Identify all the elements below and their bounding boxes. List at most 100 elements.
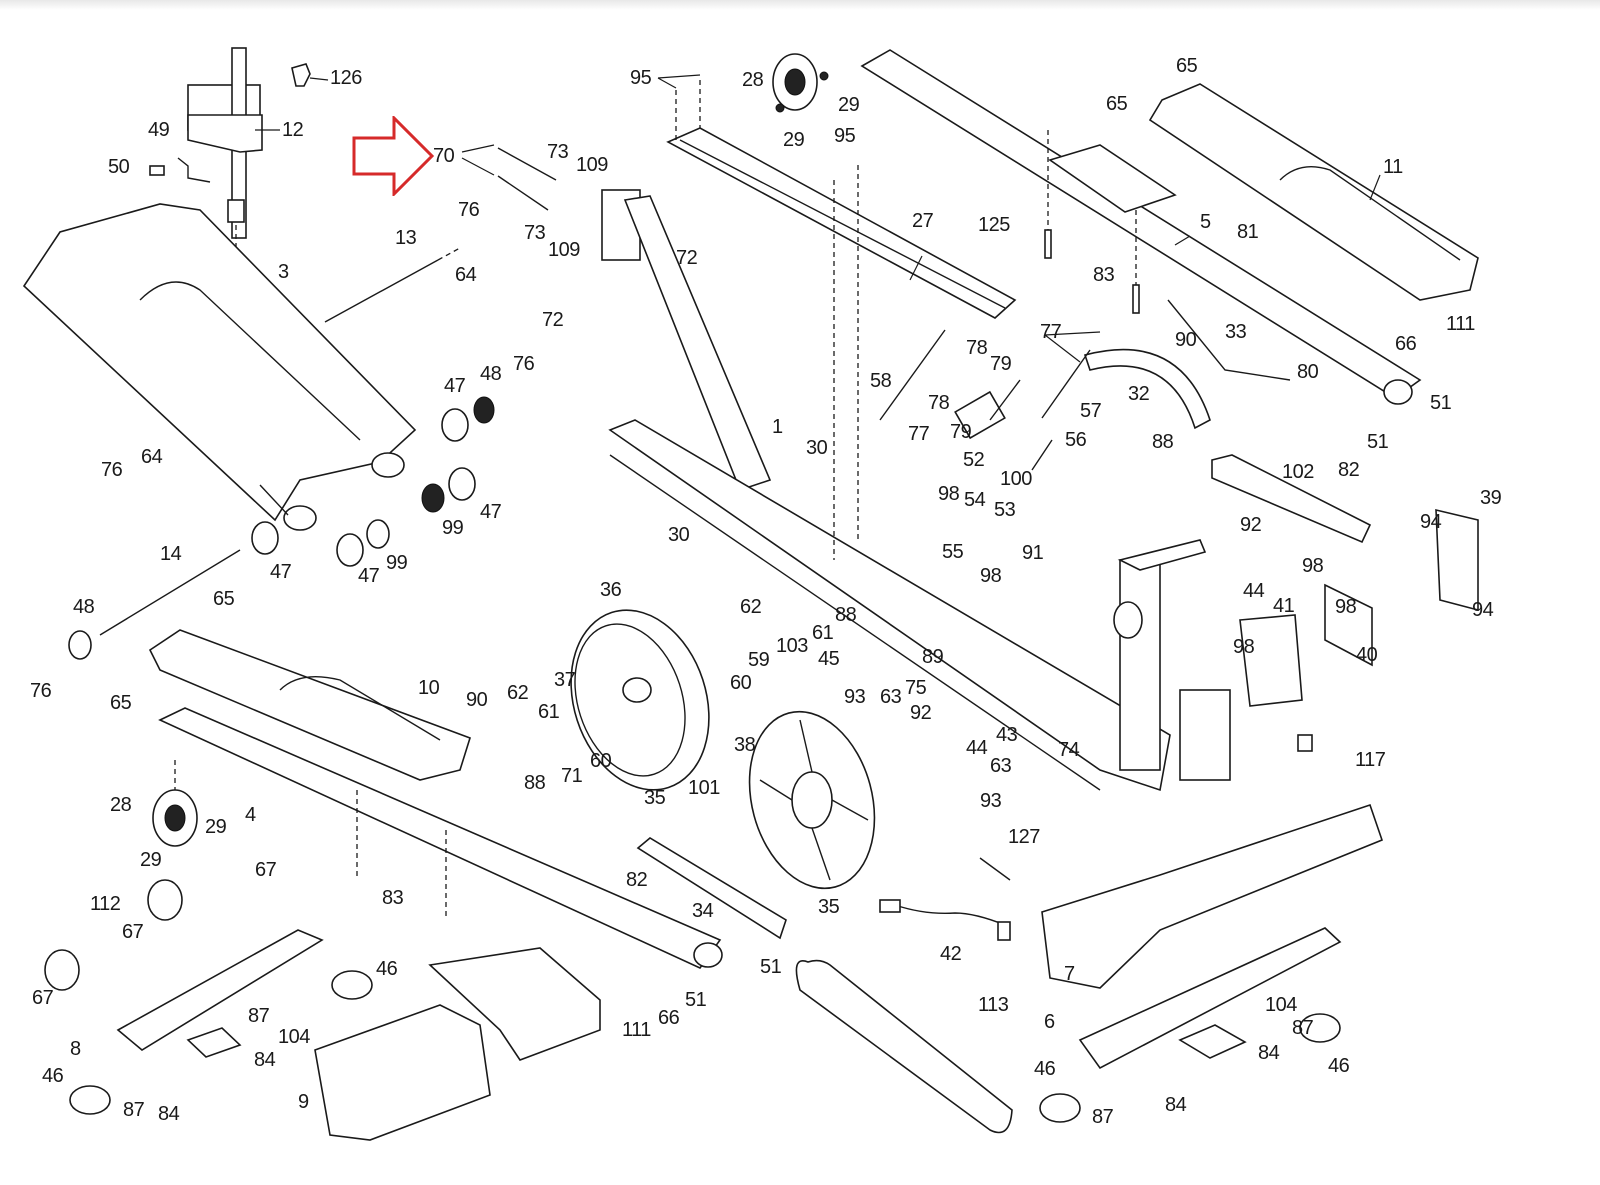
clip-part <box>291 63 311 87</box>
front-cover-part <box>314 947 601 1141</box>
link-33-part <box>1167 299 1291 381</box>
callout-part-51: 51 <box>760 956 782 978</box>
callout-part-61: 61 <box>538 701 560 723</box>
switch-117-part <box>1297 734 1313 752</box>
callout-part-61: 61 <box>812 622 834 644</box>
callout-part-67: 67 <box>255 859 277 881</box>
callout-part-29: 29 <box>205 816 227 838</box>
callout-part-35: 35 <box>818 896 840 918</box>
callout-part-112: 112 <box>90 893 121 915</box>
callout-part-37: 37 <box>554 669 576 691</box>
left-lower-arm-part <box>148 629 723 970</box>
callout-part-72: 72 <box>676 247 698 269</box>
callout-part-87: 87 <box>123 1099 145 1121</box>
rear-cover-part <box>1041 803 1384 989</box>
callout-part-29: 29 <box>783 129 805 151</box>
axle-13-part <box>324 259 439 323</box>
brake-52-part <box>954 390 1006 440</box>
rollers-part <box>68 396 495 660</box>
callout-part-87: 87 <box>1092 1106 1114 1128</box>
callout-part-84: 84 <box>254 1049 276 1071</box>
callout-part-99: 99 <box>442 517 464 539</box>
callout-part-101: 101 <box>688 777 720 799</box>
callout-part-36: 36 <box>600 579 622 601</box>
callout-part-30: 30 <box>806 437 828 459</box>
callout-part-103: 103 <box>776 635 808 657</box>
callout-part-76: 76 <box>30 680 52 702</box>
left-upper-arm-part <box>22 203 417 531</box>
callout-part-62: 62 <box>740 596 762 618</box>
wheel-28-left-part <box>152 789 198 847</box>
callout-part-79: 79 <box>950 421 972 443</box>
right-pedal-11-part <box>1148 83 1479 301</box>
callout-part-60: 60 <box>590 750 612 772</box>
callout-part-73: 73 <box>547 141 569 163</box>
callout-part-66: 66 <box>658 1007 680 1029</box>
callout-part-27: 27 <box>912 210 934 232</box>
callout-part-8: 8 <box>70 1038 81 1060</box>
callout-part-1: 1 <box>772 416 783 438</box>
callout-part-77: 77 <box>908 423 930 445</box>
right-upper-arm-part <box>860 49 1422 405</box>
callout-part-47: 47 <box>480 501 502 523</box>
callout-part-12: 12 <box>282 119 304 141</box>
callout-part-64: 64 <box>141 446 163 468</box>
callout-part-39: 39 <box>1480 487 1502 509</box>
sensor-wire-part <box>177 157 211 183</box>
callout-part-51: 51 <box>685 989 707 1011</box>
rear-stabilizer-part <box>1039 927 1342 1123</box>
callout-part-98: 98 <box>1233 636 1255 658</box>
callout-part-55: 55 <box>942 541 964 563</box>
callout-part-93: 93 <box>844 686 866 708</box>
callout-part-80: 80 <box>1297 361 1319 383</box>
callout-part-72: 72 <box>542 309 564 331</box>
box-41-part <box>1239 614 1303 707</box>
wheel-28-top-part <box>772 53 829 113</box>
callout-part-90: 90 <box>1175 329 1197 351</box>
callout-part-48: 48 <box>73 596 95 618</box>
pins-70-part <box>497 147 557 211</box>
callout-part-67: 67 <box>122 921 144 943</box>
callout-part-64: 64 <box>455 264 477 286</box>
callout-part-95: 95 <box>630 67 652 89</box>
callout-part-109: 109 <box>576 154 608 176</box>
callout-part-5: 5 <box>1200 211 1211 233</box>
callout-part-48: 48 <box>480 363 502 385</box>
callout-part-92: 92 <box>1240 514 1262 536</box>
callout-part-44: 44 <box>1243 580 1265 602</box>
callout-part-46: 46 <box>1328 1055 1350 1077</box>
callout-part-66: 66 <box>1395 333 1417 355</box>
callout-part-29: 29 <box>140 849 162 871</box>
callout-part-104: 104 <box>278 1026 310 1048</box>
callout-part-127: 127 <box>1008 826 1040 848</box>
top-shade <box>0 0 1600 10</box>
callout-part-65: 65 <box>1106 93 1128 115</box>
callout-part-3: 3 <box>278 261 289 283</box>
callout-part-67: 67 <box>32 987 54 1009</box>
callout-part-34: 34 <box>692 900 714 922</box>
callout-part-83: 83 <box>1093 264 1115 286</box>
callout-part-11: 11 <box>1383 156 1403 178</box>
callout-part-98: 98 <box>1302 555 1324 577</box>
callout-part-95: 95 <box>834 125 856 147</box>
callout-part-50: 50 <box>108 156 130 178</box>
callout-part-78: 78 <box>966 337 988 359</box>
callout-part-78: 78 <box>928 392 950 414</box>
pulley-38-part <box>748 710 876 890</box>
callout-part-111: 111 <box>1446 313 1475 335</box>
callout-part-49: 49 <box>148 119 170 141</box>
callout-part-6: 6 <box>1044 1011 1055 1033</box>
sensor-part <box>149 165 165 176</box>
callout-part-44: 44 <box>966 737 988 759</box>
callout-part-65: 65 <box>110 692 132 714</box>
callout-part-7: 7 <box>1064 963 1075 985</box>
callout-part-84: 84 <box>158 1103 180 1125</box>
callout-part-93: 93 <box>980 790 1002 812</box>
callout-part-89: 89 <box>922 646 944 668</box>
callout-part-113: 113 <box>978 994 1009 1016</box>
callout-part-73: 73 <box>524 222 546 244</box>
rod-58-part <box>879 329 946 421</box>
spring-56-part <box>1031 439 1053 471</box>
callout-part-33: 33 <box>1225 321 1247 343</box>
callout-part-56: 56 <box>1065 429 1087 451</box>
